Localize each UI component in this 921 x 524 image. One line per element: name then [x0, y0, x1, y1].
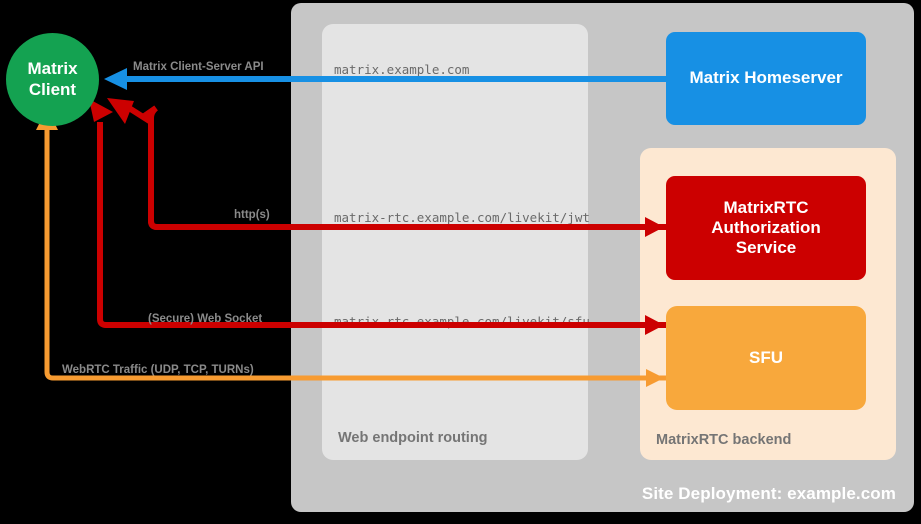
label-https: http(s) — [234, 209, 270, 221]
connection-https — [107, 98, 666, 237]
sfu-label: SFU — [749, 347, 783, 367]
endpoint-url-matrix: matrix.example.com — [334, 62, 470, 77]
node-matrix-client[interactable]: Matrix Client — [6, 33, 99, 126]
matrix-homeserver-label: Matrix Homeserver — [689, 68, 843, 88]
web-endpoint-routing-group: Web endpoint routing — [322, 24, 588, 460]
web-endpoint-routing-label: Web endpoint routing — [338, 430, 488, 446]
node-matrix-homeserver[interactable]: Matrix Homeserver — [666, 32, 866, 125]
auth-service-line3: Service — [735, 238, 797, 258]
site-deployment-label: Site Deployment: example.com — [641, 484, 896, 503]
matrix-client-line1: Matrix — [27, 59, 78, 79]
connection-webrtc-traffic — [36, 108, 666, 387]
node-sfu[interactable]: SFU — [666, 306, 866, 410]
connection-web-socket — [89, 99, 666, 335]
label-client-server-api: Matrix Client-Server API — [133, 61, 264, 73]
connection-client-server-api — [104, 68, 666, 90]
label-web-socket: (Secure) Web Socket — [148, 313, 263, 325]
auth-service-line2: Authorization — [711, 217, 821, 237]
label-webrtc-traffic: WebRTC Traffic (UDP, TCP, TURNs) — [62, 364, 254, 376]
node-matrixrtc-authorization-service[interactable]: MatrixRTC Authorization Service — [666, 176, 866, 280]
auth-service-line1: MatrixRTC — [723, 197, 809, 217]
endpoint-url-livekit-jwt: matrix-rtc.example.com/livekit/jwt — [334, 210, 590, 225]
matrix-client-line2: Client — [28, 79, 77, 99]
matrixrtc-backend-label: MatrixRTC backend — [656, 432, 792, 448]
